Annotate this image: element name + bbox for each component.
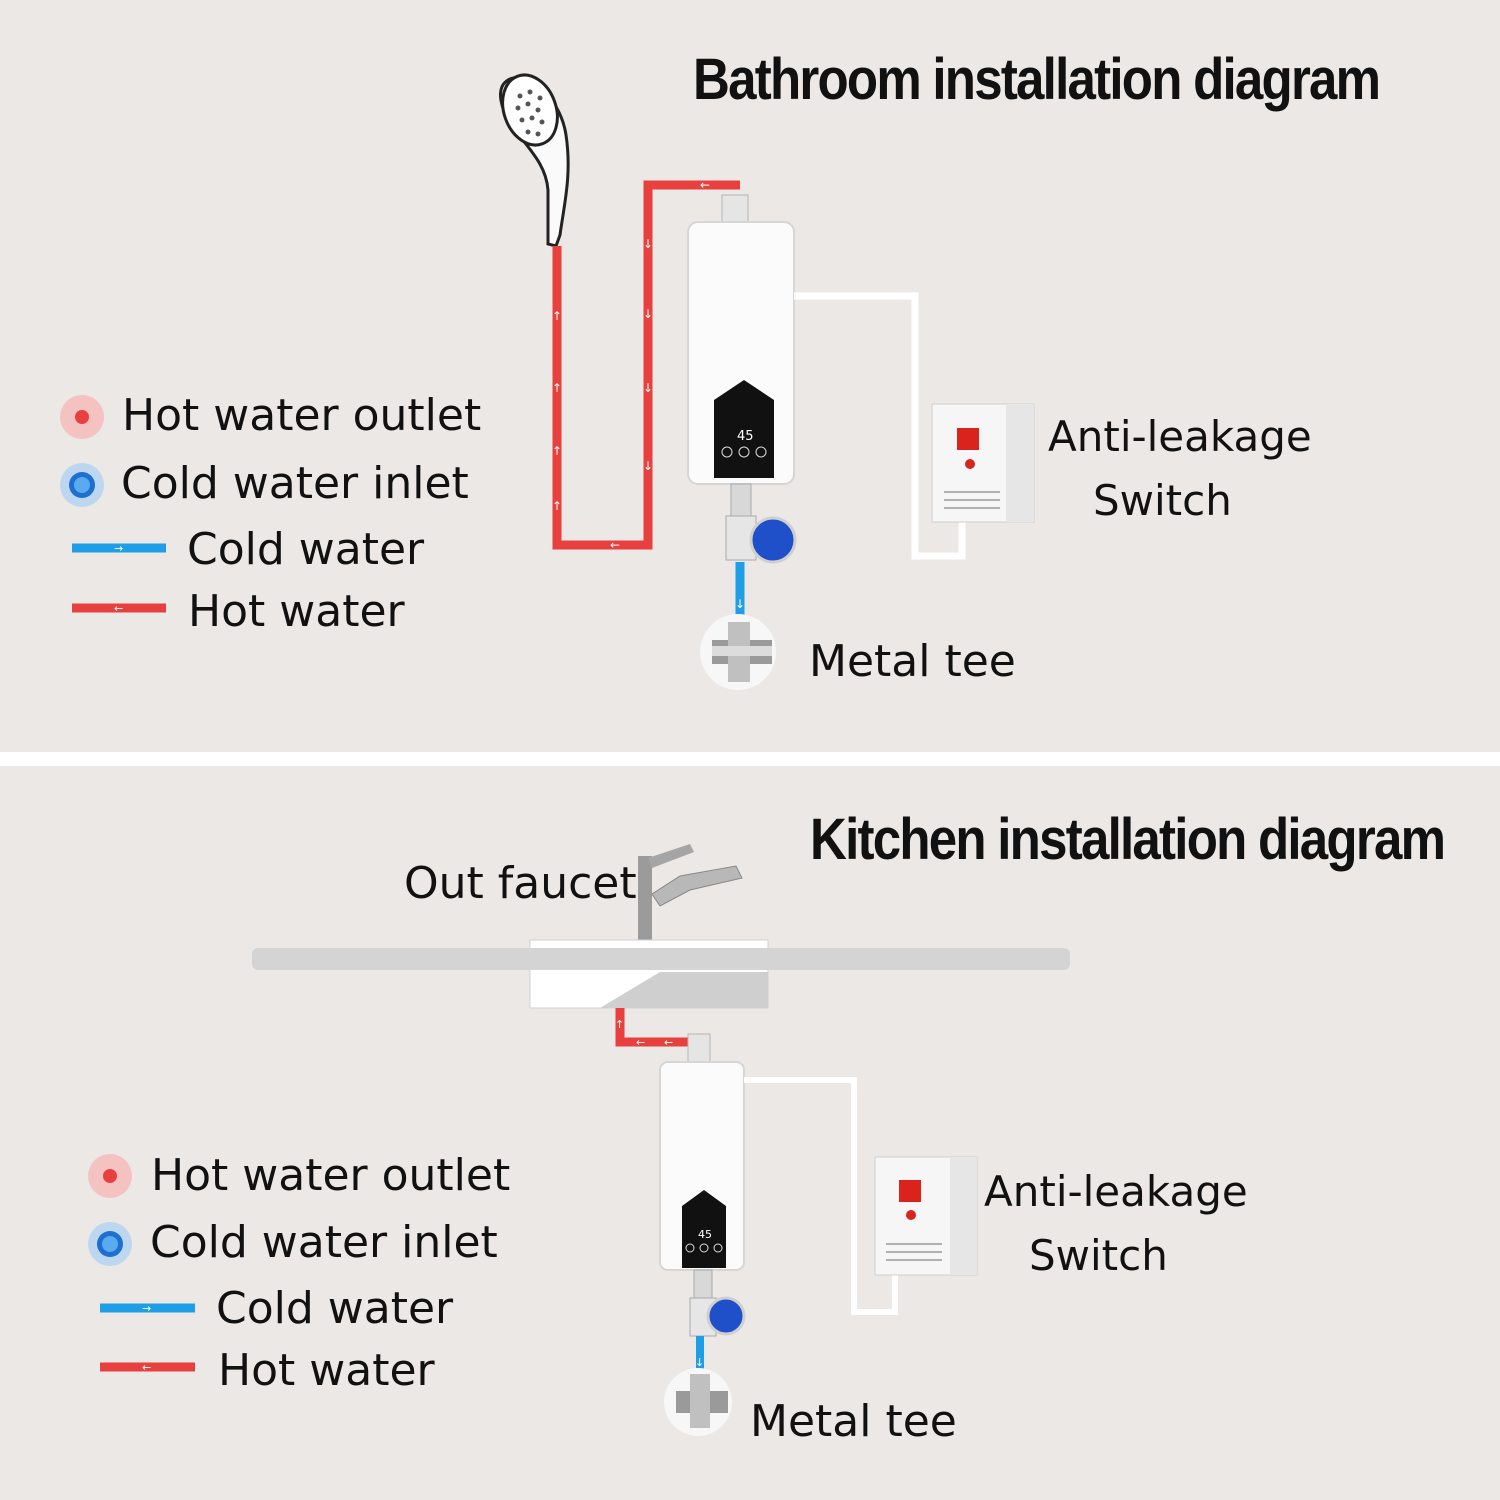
legend-cold-inlet-label: Cold water inlet: [121, 458, 469, 509]
svg-text:↑: ↑: [552, 444, 562, 458]
legend-cold-water-line: →: [72, 542, 166, 555]
legend-hot-outlet-icon: [60, 395, 104, 439]
legend-hot-outlet-label: Hot water outlet: [122, 390, 482, 441]
metal-tee-label: Metal tee: [809, 636, 1016, 687]
legend-cold-water-line: →: [100, 1302, 195, 1315]
svg-text:←: ←: [664, 1036, 673, 1049]
legend-cold-inlet-label: Cold water inlet: [150, 1217, 498, 1268]
bathroom-graphics: ← ↓ ↓ ↓ ↓ ← ↑ ↑ ↑ ↑ 45 ↓: [60, 73, 1035, 690]
water-heater: 45: [659, 1033, 746, 1337]
svg-text:↓: ↓: [695, 1356, 704, 1369]
water-heater: 45: [687, 194, 797, 564]
switch-label-line1: Anti-leakage: [1048, 412, 1312, 461]
kitchen-title: Kitchen installation diagram: [810, 807, 1446, 872]
legend-hot-water-label: Hot water: [218, 1345, 435, 1396]
legend-hot-water-line: ←: [72, 602, 166, 615]
hot-water-pipe: ↑ ← ←: [615, 1008, 698, 1049]
switch-label-line2: Switch: [1029, 1231, 1168, 1280]
svg-text:→: →: [142, 1302, 151, 1315]
legend-cold-inlet-icon: [88, 1222, 132, 1266]
svg-text:↓: ↓: [643, 237, 653, 251]
svg-text:↓: ↓: [735, 597, 745, 611]
bathroom-title: Bathroom installation diagram: [693, 47, 1381, 112]
legend-cold-inlet-icon: [60, 463, 104, 507]
legend-hot-outlet-label: Hot water outlet: [151, 1150, 511, 1201]
svg-text:↑: ↑: [615, 1018, 624, 1031]
temperature-display: 45: [698, 1228, 712, 1241]
legend-hot-water-label: Hot water: [188, 586, 405, 637]
svg-text:←: ←: [700, 178, 710, 192]
svg-text:←: ←: [636, 1036, 645, 1049]
countertop: [252, 948, 1070, 970]
power-wire: [744, 1077, 898, 1315]
switch-label-line2: Switch: [1093, 476, 1232, 525]
anti-leakage-switch-icon: [931, 403, 1035, 523]
svg-text:↓: ↓: [643, 459, 653, 473]
metal-tee-icon: [700, 614, 776, 690]
faucet-icon: [638, 844, 743, 940]
kitchen-graphics: ↑ ← ← 45 ↓: [88, 844, 1070, 1436]
legend-hot-water-line: ←: [100, 1361, 195, 1374]
temperature-display: 45: [737, 429, 754, 444]
kitchen-panel: ↑ ← ← 45 ↓: [0, 766, 1500, 1500]
power-wire: [794, 292, 966, 560]
svg-text:→: →: [114, 542, 123, 555]
svg-text:←: ←: [610, 538, 620, 552]
metal-tee-icon: [664, 1368, 732, 1436]
out-faucet-label: Out faucet: [404, 858, 637, 909]
svg-text:←: ←: [114, 602, 123, 615]
switch-label-line1: Anti-leakage: [984, 1167, 1248, 1216]
legend-cold-water-label: Cold water: [216, 1283, 454, 1334]
legend-hot-outlet-icon: [88, 1154, 132, 1198]
legend-cold-water-label: Cold water: [187, 524, 425, 575]
svg-text:↓: ↓: [643, 381, 653, 395]
svg-text:↓: ↓: [643, 307, 653, 321]
cold-water-pipe: ↓: [735, 562, 745, 615]
shower-head-icon: [499, 73, 570, 248]
svg-text:↑: ↑: [552, 499, 562, 513]
panel-divider: [0, 752, 1500, 766]
svg-text:↑: ↑: [552, 309, 562, 323]
hot-water-pipe: ← ↓ ↓ ↓ ↓ ← ↑ ↑ ↑ ↑: [552, 178, 740, 552]
metal-tee-label: Metal tee: [750, 1396, 957, 1447]
svg-text:←: ←: [142, 1361, 151, 1374]
svg-text:↑: ↑: [552, 381, 562, 395]
bathroom-panel: ← ↓ ↓ ↓ ↓ ← ↑ ↑ ↑ ↑ 45 ↓: [60, 47, 1382, 690]
anti-leakage-switch-icon: [874, 1156, 978, 1276]
